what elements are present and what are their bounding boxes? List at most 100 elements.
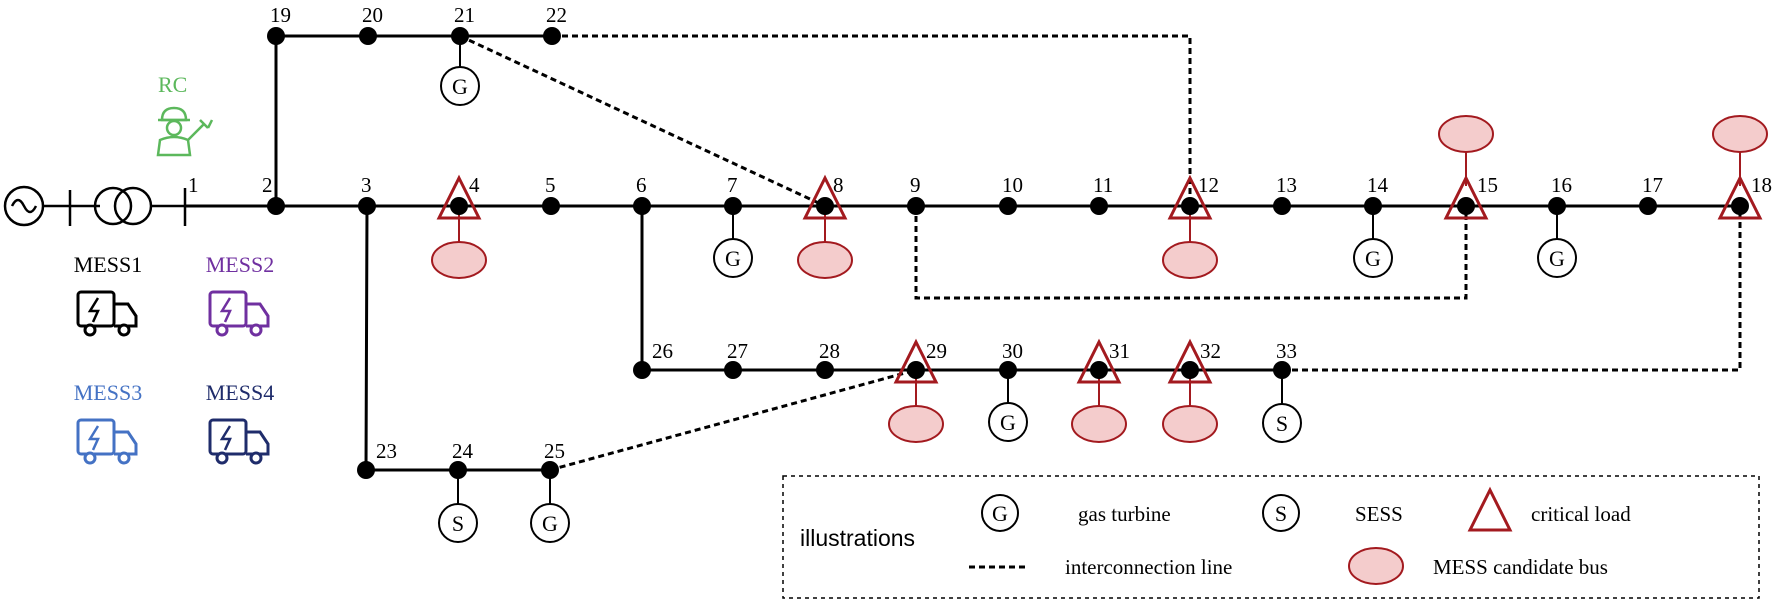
bus-label-22: 22 — [546, 3, 567, 27]
mess-candidate-bus-31 — [1071, 405, 1127, 443]
bus-label-3: 3 — [361, 173, 372, 197]
critical-loads — [436, 174, 1763, 384]
sess-24: S — [438, 503, 478, 543]
sess-letter: S — [1275, 501, 1287, 526]
bus-node-15 — [1457, 197, 1475, 215]
transformer-icon — [93, 186, 187, 226]
mess-label-2: MESS2 — [206, 252, 274, 277]
lateral-2-22-line — [274, 34, 552, 206]
bus-label-5: 5 — [545, 173, 556, 197]
svg-text:G: G — [1365, 246, 1381, 271]
gas-turbine-30: G — [988, 402, 1028, 442]
svg-text:G: G — [452, 74, 468, 99]
legend-mess-candidate-icon — [1348, 547, 1404, 585]
critical-load-31 — [1076, 338, 1122, 384]
bus-label-27: 27 — [727, 339, 748, 363]
bus-label-7: 7 — [727, 173, 738, 197]
repair-crew-icon — [156, 106, 214, 157]
svg-text:G: G — [1000, 410, 1016, 435]
legend-critical-load-icon — [1467, 486, 1513, 532]
rc-label: RC — [158, 72, 187, 97]
mess-label-1: MESS1 — [74, 252, 142, 277]
interconnection-lines — [459, 34, 1742, 472]
critical-load-8 — [802, 174, 848, 220]
bus-label-32: 32 — [1200, 339, 1221, 363]
svg-text:S: S — [1276, 411, 1288, 436]
legend-gas-turbine-icon: G — [981, 494, 1019, 532]
interconnection-line-18-33 — [1282, 206, 1742, 372]
bus-node-11 — [1090, 197, 1108, 215]
bus-label-30: 30 — [1002, 339, 1023, 363]
interconnection-line-12-22 — [552, 34, 1192, 206]
bus-node-6 — [633, 197, 651, 215]
bus-node-32 — [1181, 361, 1199, 379]
bus-label-33: 33 — [1276, 339, 1297, 363]
bus-label-11: 11 — [1093, 173, 1113, 197]
svg-text:G: G — [542, 511, 558, 536]
bus-node-23 — [357, 461, 375, 479]
bus-node-22 — [543, 27, 561, 45]
bus-label-26: 26 — [652, 339, 673, 363]
truck-icon — [208, 290, 270, 337]
bus-node-27 — [724, 361, 742, 379]
bus-node-30 — [999, 361, 1017, 379]
bus-label-15: 15 — [1477, 173, 1498, 197]
bus-label-19: 19 — [270, 3, 291, 27]
bus-node-17 — [1639, 197, 1657, 215]
bus-label-25: 25 — [544, 439, 565, 463]
legend-sess-label: SESS — [1355, 502, 1403, 526]
mess-unit-4: MESS4 — [206, 380, 274, 465]
mess-candidate-bus-18 — [1712, 115, 1768, 153]
bus-node-7 — [724, 197, 742, 215]
mess-candidate-bus-15 — [1438, 115, 1494, 153]
bus-label-10: 10 — [1002, 173, 1023, 197]
bus-label-29: 29 — [926, 339, 947, 363]
bus-node-25 — [541, 461, 559, 479]
bus-label-31: 31 — [1109, 339, 1130, 363]
gas-turbine-16: G — [1537, 238, 1577, 278]
svg-text:S: S — [452, 511, 464, 536]
mess-candidate-bus-8 — [797, 241, 853, 279]
bus-node-16 — [1548, 197, 1566, 215]
bus-node-14 — [1364, 197, 1382, 215]
critical-load-12 — [1167, 174, 1213, 220]
truck-icon — [208, 418, 270, 465]
bus-node-10 — [999, 197, 1017, 215]
bus-node-4 — [450, 197, 468, 215]
bus-node-8 — [816, 197, 834, 215]
bus-node-5 — [542, 197, 560, 215]
bus-label-18: 18 — [1751, 173, 1772, 197]
gas-turbine-7: G — [713, 238, 753, 278]
interconnection-line-9-15 — [914, 206, 1468, 300]
sess-33: S — [1262, 403, 1302, 443]
legend-mess-candidate-label: MESS candidate bus — [1433, 555, 1608, 579]
bus-node-3 — [358, 197, 376, 215]
bus-node-24 — [449, 461, 467, 479]
bus-label-6: 6 — [636, 173, 647, 197]
interconnection-line-8-21 — [459, 34, 826, 208]
legend-sess-icon: S — [1262, 494, 1300, 532]
mess-unit-2: MESS2 — [206, 252, 274, 337]
bus-label-16: 16 — [1551, 173, 1572, 197]
bus-nodes — [267, 27, 1749, 479]
bus-label-2: 2 — [262, 173, 273, 197]
bus-label-23: 23 — [376, 439, 397, 463]
bus-node-18 — [1731, 197, 1749, 215]
mess-unit-1: MESS1 — [74, 252, 142, 337]
bus-label-12: 12 — [1198, 173, 1219, 197]
critical-load-29 — [893, 338, 939, 384]
truck-icon — [76, 290, 138, 337]
critical-load-15 — [1443, 174, 1489, 220]
bus-node-33 — [1273, 361, 1291, 379]
critical-load-4 — [436, 174, 482, 220]
mess-unit-3: MESS3 — [74, 380, 142, 465]
svg-text:G: G — [725, 246, 741, 271]
gas-turbine-14: G — [1353, 238, 1393, 278]
legend-box — [782, 475, 1760, 599]
bus-label-24: 24 — [452, 439, 474, 463]
bus-label-8: 8 — [833, 173, 844, 197]
mess-label-4: MESS4 — [206, 380, 274, 405]
critical-load-32 — [1167, 338, 1213, 384]
bus-node-21 — [451, 27, 469, 45]
